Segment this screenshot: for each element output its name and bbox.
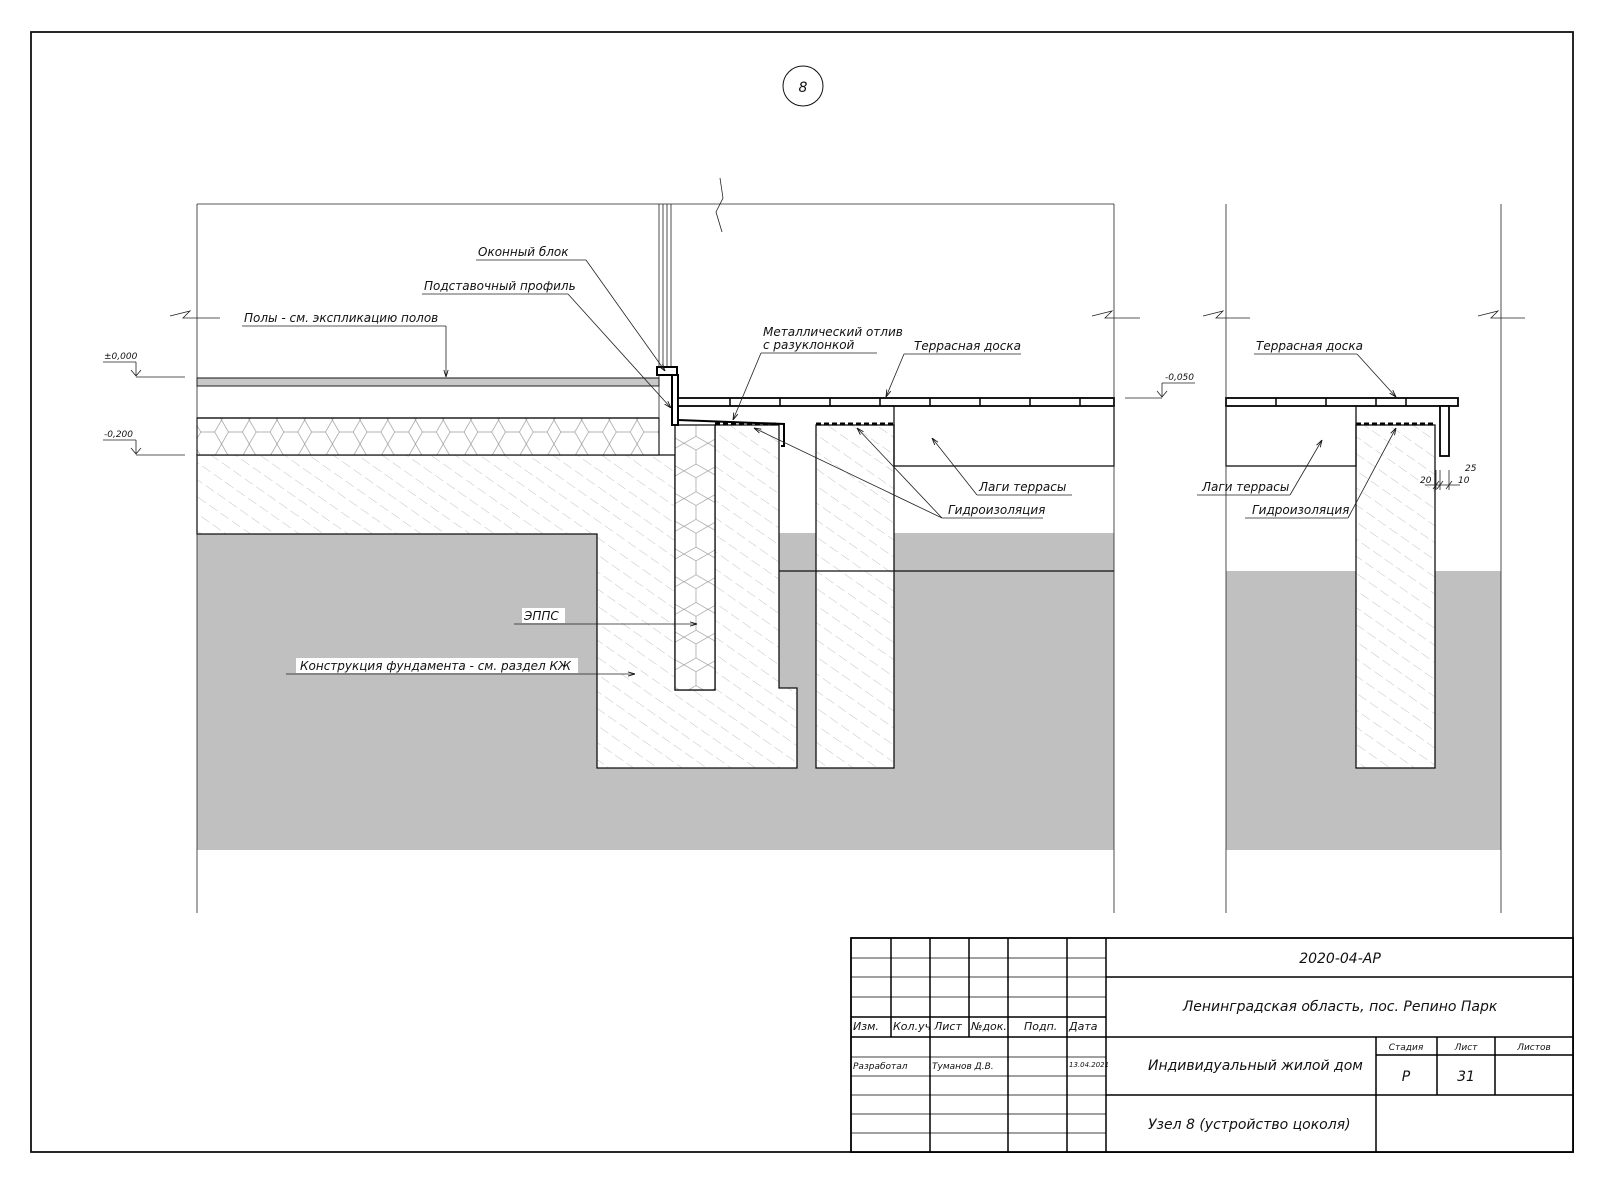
sheet-value: 31 xyxy=(1457,1069,1475,1085)
label-metal-drip-2: с разуклонкой xyxy=(763,338,855,352)
main-section xyxy=(169,177,1140,913)
label-terrace-joists: Лаги террасы xyxy=(978,480,1066,494)
sheet-frame xyxy=(30,31,1574,1153)
dim-20: 20 xyxy=(1420,476,1432,486)
col-header-1: Кол.уч xyxy=(893,1020,932,1033)
dim-10: 10 xyxy=(1458,476,1470,486)
label-floors: Полы - см. экспликацию полов xyxy=(244,311,438,325)
col-header-4: Подп. xyxy=(1024,1020,1057,1033)
floor-finish xyxy=(196,377,660,387)
title-block: Изм. Кол.уч Лист №док. Подп. Дата Разраб… xyxy=(850,937,1574,1153)
col-header-5: Дата xyxy=(1068,1020,1098,1033)
dim-25: 25 xyxy=(1465,464,1477,474)
callouts: Оконный блок Подставочный профиль Полы -… xyxy=(242,245,1396,674)
terrace-joist-right xyxy=(1225,405,1357,467)
date: 13.04.2021 xyxy=(1069,1061,1109,1069)
label-terrace-board-right: Террасная доска xyxy=(1256,339,1363,353)
developer-name: Туманов Д.В. xyxy=(932,1062,994,1072)
developed-label: Разработал xyxy=(853,1062,908,1072)
label-sub-profile: Подставочный профиль xyxy=(424,279,576,293)
window-block xyxy=(656,366,678,376)
pier-left xyxy=(815,424,895,769)
floor-insulation xyxy=(196,417,660,456)
label-foundation: Конструкция фундамента - см. раздел КЖ xyxy=(300,659,572,673)
terrace-joist xyxy=(893,405,1115,467)
terrace-deck xyxy=(677,397,1115,407)
project-location: Ленинградская область, пос. Репино Парк xyxy=(1182,999,1498,1015)
col-header-2: Лист xyxy=(933,1020,962,1033)
edge-dimensions: 25 20 10 xyxy=(1420,464,1477,490)
project-code: 2020-04-АР xyxy=(1299,951,1381,967)
label-window-block: Оконный блок xyxy=(478,245,569,259)
label-terrace-board: Террасная доска xyxy=(914,339,1021,353)
sheet-title: Узел 8 (устройство цоколя) xyxy=(1148,1117,1351,1133)
label-xps: ЭППС xyxy=(523,609,559,623)
stage-value: Р xyxy=(1402,1069,1411,1085)
col-header-3: №док. xyxy=(970,1020,1007,1033)
level-minus-200: -0,200 xyxy=(104,430,133,440)
terrace-deck-right xyxy=(1225,397,1459,407)
sheets-label: Листов xyxy=(1516,1043,1551,1053)
metal-drip xyxy=(677,419,785,447)
label-waterproofing-right: Гидроизоляция xyxy=(1252,503,1349,517)
deck-joints xyxy=(729,398,1081,406)
stage-label: Стадия xyxy=(1389,1043,1424,1053)
label-waterproofing: Гидроизоляция xyxy=(948,503,1045,517)
detail-marker: 8 xyxy=(782,65,824,107)
label-terrace-joists-right: Лаги террасы xyxy=(1201,480,1289,494)
col-header-0: Изм. xyxy=(853,1020,879,1033)
level-zero: ±0,000 xyxy=(104,352,138,362)
detail-number: 8 xyxy=(799,80,808,96)
deck-edge-board xyxy=(1439,405,1450,457)
pier-right xyxy=(1355,424,1436,769)
project-name: Индивидуальный жилой дом xyxy=(1148,1058,1363,1074)
right-section: 25 20 10 xyxy=(1202,204,1525,913)
level-marks: ±0,000 -0,200 -0,050 xyxy=(103,352,1195,456)
xps-vertical xyxy=(674,424,716,691)
sub-profile xyxy=(671,374,679,426)
level-minus-050: -0,050 xyxy=(1165,373,1194,383)
label-metal-drip-1: Металлический отлив xyxy=(763,325,903,339)
sheet-label: Лист xyxy=(1454,1043,1479,1053)
